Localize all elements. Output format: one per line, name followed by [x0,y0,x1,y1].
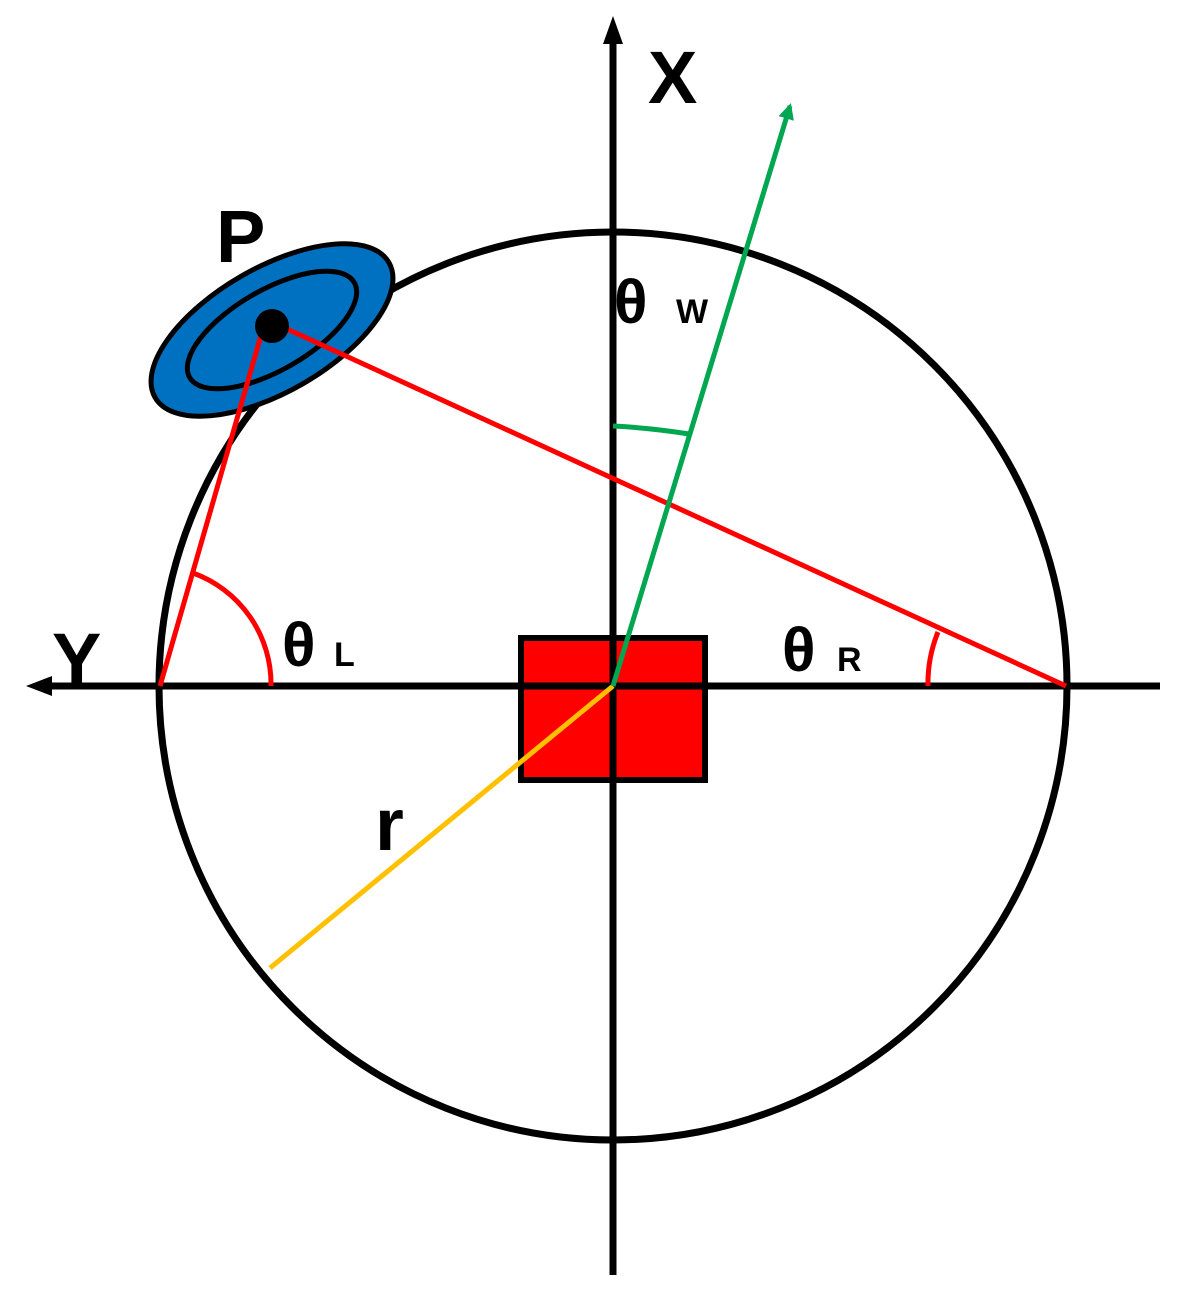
left-sight-line [157,331,265,687]
point-p-dot [255,309,289,343]
theta-w-subscript: W [676,293,709,331]
point-label: P [216,195,265,278]
x-axis-arrowhead [603,16,623,44]
x-axis-label: X [648,36,697,119]
theta-l-subscript: L [334,636,355,674]
theta-w-arc [612,423,690,437]
y-axis-arrowhead [26,676,52,696]
radius-line [268,684,615,970]
theta-l-arc [192,570,274,687]
y-axis-label: Y [52,618,101,701]
theta-l-symbol: θ [282,611,316,680]
theta-r-subscript: R [837,641,862,679]
radius-label: r [375,783,404,866]
heading-vector [610,103,794,687]
right-sight-line [285,326,1068,689]
theta-w-symbol: θ [614,268,648,337]
theta-r-symbol: θ [782,616,816,685]
theta-r-arc [925,631,941,687]
